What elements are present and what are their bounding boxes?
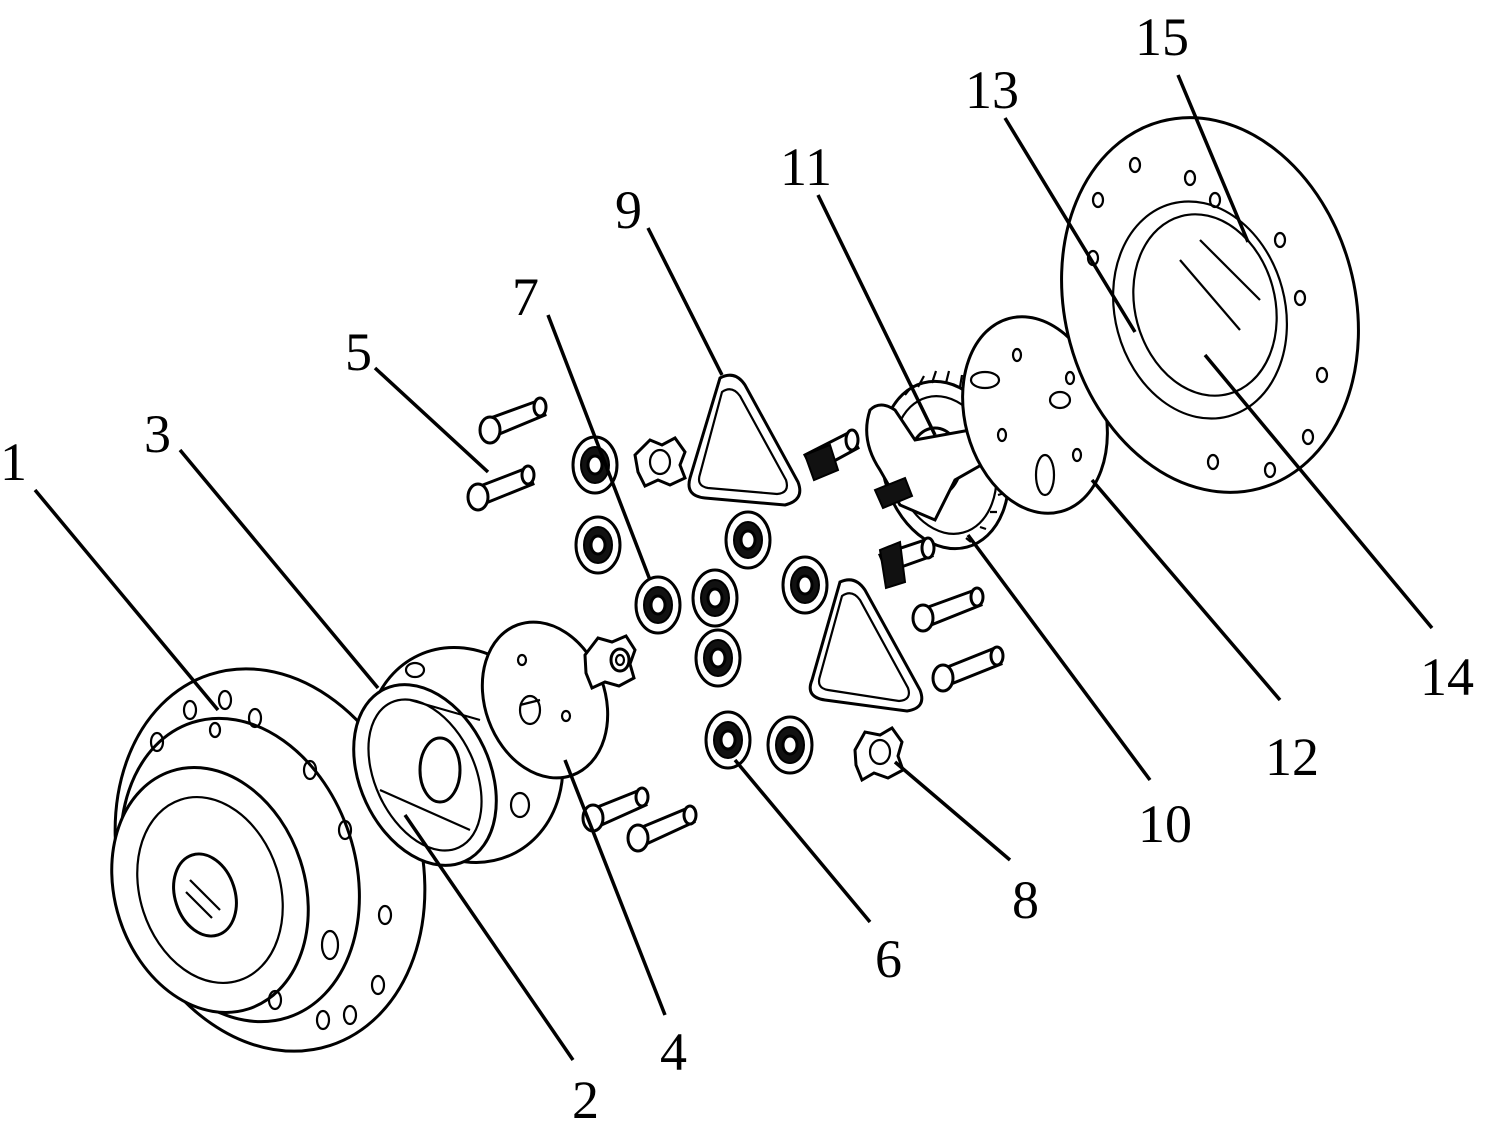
callout-11: 11 xyxy=(780,137,832,197)
right-flange xyxy=(1060,116,1360,494)
pin-pair-right xyxy=(911,586,1005,693)
callout-9: 9 xyxy=(615,180,642,240)
spider-pins xyxy=(802,428,936,590)
callout-15: 15 xyxy=(1135,7,1189,67)
leader-11 xyxy=(816,194,937,436)
callout-7: 7 xyxy=(512,267,539,327)
callout-2: 2 xyxy=(572,1070,599,1130)
leader-lines xyxy=(33,74,1434,1061)
callout-numbers: 1 2 3 4 5 6 7 8 9 10 11 12 13 14 15 xyxy=(0,7,1474,1130)
callout-3: 3 xyxy=(144,404,171,464)
callout-1: 1 xyxy=(0,432,27,492)
leader-9 xyxy=(646,227,724,376)
callout-13: 13 xyxy=(965,60,1019,120)
leader-12 xyxy=(1090,478,1282,702)
small-bevel-gears xyxy=(583,436,905,783)
callout-12: 12 xyxy=(1265,727,1319,787)
leader-15 xyxy=(1176,74,1250,243)
leader-3 xyxy=(178,448,380,690)
leader-1 xyxy=(33,488,220,712)
leader-6 xyxy=(733,758,872,924)
carrier-cage xyxy=(352,646,565,867)
pin-pair-lower xyxy=(581,786,698,853)
leader-10 xyxy=(966,533,1152,782)
leader-5 xyxy=(373,366,490,474)
leader-7 xyxy=(546,314,652,581)
callout-8: 8 xyxy=(1012,870,1039,930)
leader-8 xyxy=(893,760,1012,862)
leader-2 xyxy=(403,814,575,1061)
callout-14: 14 xyxy=(1420,647,1474,707)
callout-10: 10 xyxy=(1138,794,1192,854)
triangular-retainers xyxy=(687,373,924,713)
roller-set xyxy=(571,435,829,775)
left-flange-housing xyxy=(110,667,427,1053)
leader-14 xyxy=(1203,353,1434,630)
callout-6: 6 xyxy=(875,929,902,989)
leader-4 xyxy=(563,759,667,1016)
leader-13 xyxy=(1003,117,1137,333)
callout-5: 5 xyxy=(345,322,372,382)
pin-pair-upper xyxy=(466,396,548,512)
callout-4: 4 xyxy=(660,1022,687,1082)
